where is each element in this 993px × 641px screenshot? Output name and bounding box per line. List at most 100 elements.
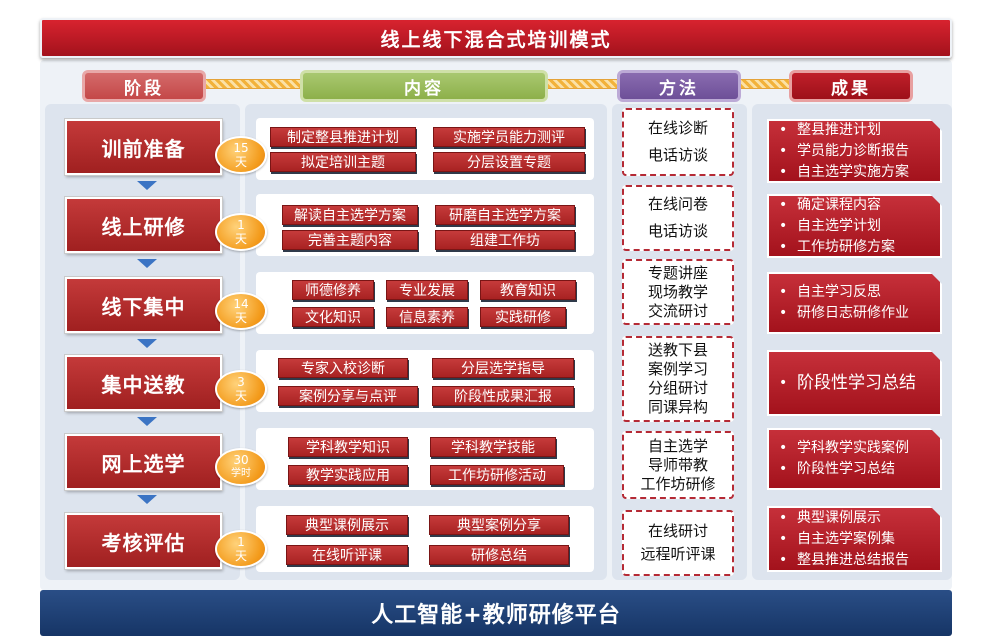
- platform-banner: 人工智能+教师研修平台: [40, 590, 952, 636]
- duration-unit: 天: [234, 155, 247, 169]
- result-item: 自主选学实施方案: [779, 162, 940, 183]
- method-box-4: 送教下县 案例学习 分组研讨 同课异构: [622, 336, 734, 422]
- duration-badge-1: 15 天: [215, 136, 267, 174]
- duration-badge-3: 14 天: [215, 292, 267, 330]
- method-item: 自主选学: [647, 436, 708, 455]
- header-connector-2: [548, 79, 617, 89]
- duration-value: 3: [237, 375, 245, 389]
- content-chip: 专家入校诊断: [278, 358, 408, 378]
- stage-box-4: 集中送教: [64, 354, 223, 412]
- duration-badge-2: 1 天: [215, 213, 267, 251]
- method-item: 现场教学: [647, 282, 708, 301]
- result-box-3: 自主学习反思 研修日志研修作业: [767, 272, 942, 334]
- result-box-5: 学科教学实践案例 阶段性学习总结: [767, 428, 942, 490]
- content-chip: 组建工作坊: [435, 230, 575, 250]
- header-result: 成果: [789, 70, 913, 102]
- result-box-4: 阶段性学习总结: [767, 350, 942, 416]
- method-item: 案例学习: [647, 360, 708, 378]
- method-item: 交流研讨: [647, 301, 708, 320]
- duration-value: 1: [237, 218, 245, 232]
- duration-value: 15: [233, 141, 249, 155]
- method-item: 远程听评课: [640, 545, 716, 563]
- method-item: 电话访谈: [647, 146, 708, 164]
- result-item: 自主选学案例集: [779, 529, 940, 550]
- method-item: 专题讲座: [647, 263, 708, 282]
- stage-box-2: 线上研修: [64, 196, 223, 254]
- header-method: 方法: [617, 70, 741, 102]
- content-chip: 研磨自主选学方案: [435, 205, 575, 225]
- content-chip: 学科教学知识: [288, 437, 408, 457]
- result-item: 整县推进总结报告: [779, 550, 940, 571]
- duration-unit: 天: [234, 232, 247, 246]
- content-column-panel: [245, 104, 607, 580]
- content-chip: 工作坊研修活动: [430, 465, 564, 485]
- method-item: 电话访谈: [647, 222, 708, 240]
- content-chip: 教育知识: [480, 280, 576, 300]
- header-connector-1: [206, 79, 300, 89]
- duration-value: 14: [233, 297, 249, 311]
- content-chip: 研修总结: [429, 545, 569, 565]
- duration-badge-5: 30 学时: [215, 448, 267, 486]
- result-item: 学科教学实践案例: [779, 438, 940, 459]
- stage-box-1: 训前准备: [64, 118, 223, 176]
- duration-badge-4: 3 天: [215, 370, 267, 408]
- header-content: 内容: [300, 70, 548, 102]
- result-item: 阶段性学习总结: [779, 373, 940, 394]
- content-chip: 典型案例分享: [429, 515, 569, 535]
- content-chip: 信息素养: [386, 307, 468, 327]
- method-item: 在线问卷: [647, 195, 708, 213]
- method-box-6: 在线研讨 远程听评课: [622, 510, 734, 576]
- content-chip: 解读自主选学方案: [282, 205, 418, 225]
- content-chip: 拟定培训主题: [270, 152, 416, 172]
- flow-arrow-4: [137, 417, 157, 426]
- flow-arrow-2: [137, 259, 157, 268]
- result-item: 阶段性学习总结: [779, 459, 940, 480]
- method-box-3: 专题讲座 现场教学 交流研讨: [622, 259, 734, 325]
- stage-box-6: 考核评估: [64, 512, 223, 570]
- result-box-1: 整县推进计划 学员能力诊断报告 自主选学实施方案: [767, 119, 942, 183]
- content-chip: 阶段性成果汇报: [432, 386, 574, 406]
- result-item: 工作坊研修方案: [779, 237, 940, 258]
- result-column-panel: [752, 104, 952, 580]
- content-chip: 典型课例展示: [286, 515, 408, 535]
- diagram-title: 线上线下混合式培训模式: [40, 18, 952, 58]
- duration-unit: 天: [234, 311, 247, 325]
- content-chip: 案例分享与点评: [278, 386, 418, 406]
- result-item: 自主选学计划: [779, 216, 940, 237]
- content-chip: 分层设置专题: [433, 152, 585, 172]
- result-item: 研修日志研修作业: [779, 303, 940, 324]
- duration-unit: 天: [234, 389, 247, 403]
- duration-value: 1: [237, 535, 245, 549]
- duration-unit: 天: [234, 549, 247, 563]
- content-chip: 在线听评课: [286, 545, 408, 565]
- method-item: 同课异构: [647, 398, 708, 416]
- result-box-2: 确定课程内容 自主选学计划 工作坊研修方案: [767, 194, 942, 258]
- method-item: 在线研讨: [647, 522, 708, 540]
- flow-arrow-5: [137, 495, 157, 504]
- result-item: 整县推进计划: [779, 120, 940, 141]
- content-chip: 教学实践应用: [288, 465, 408, 485]
- content-chip: 文化知识: [292, 307, 374, 327]
- flow-arrow-3: [137, 339, 157, 348]
- header-stage: 阶段: [82, 70, 206, 102]
- content-chip: 师德修养: [292, 280, 374, 300]
- stage-box-5: 网上选学: [64, 433, 223, 491]
- stage-box-3: 线下集中: [64, 276, 223, 334]
- method-item: 在线诊断: [647, 119, 708, 137]
- method-box-2: 在线问卷 电话访谈: [622, 185, 734, 251]
- content-chip: 分层选学指导: [432, 358, 574, 378]
- method-item: 送教下县: [647, 341, 708, 359]
- method-item: 分组研讨: [647, 379, 708, 397]
- content-chip: 完善主题内容: [282, 230, 418, 250]
- method-box-5: 自主选学 导师带教 工作坊研修: [622, 431, 734, 499]
- flow-arrow-1: [137, 181, 157, 190]
- method-box-1: 在线诊断 电话访谈: [622, 108, 734, 176]
- content-chip: 制定整县推进计划: [270, 127, 416, 147]
- content-chip: 实施学员能力测评: [433, 127, 585, 147]
- result-item: 确定课程内容: [779, 195, 940, 216]
- header-connector-3: [741, 79, 789, 89]
- content-chip: 专业发展: [386, 280, 468, 300]
- duration-unit: 学时: [231, 468, 251, 479]
- result-item: 自主学习反思: [779, 282, 940, 303]
- method-item: 导师带教: [647, 455, 708, 474]
